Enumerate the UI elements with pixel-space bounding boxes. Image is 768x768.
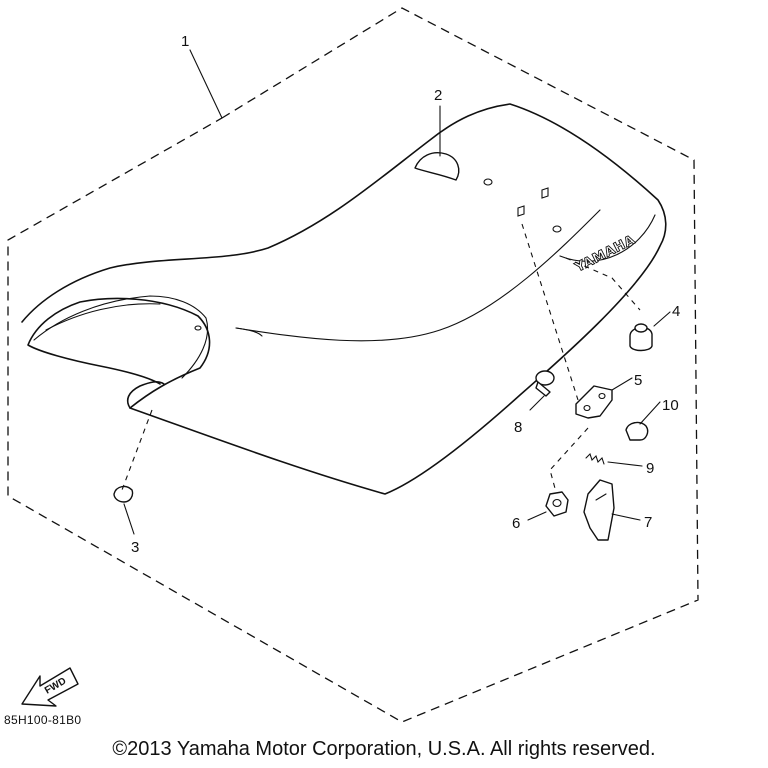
part-8-shape	[535, 370, 555, 397]
part-10-shape	[625, 421, 649, 441]
callout-1: 1	[181, 33, 189, 50]
copyright-notice: ©2013 Yamaha Motor Corporation, U.S.A. A…	[112, 738, 656, 760]
part-5-shape	[575, 385, 613, 419]
assembly-boundary	[7, 7, 699, 723]
callout-3: 3	[131, 539, 139, 556]
callout-8: 8	[514, 419, 522, 436]
callout-5: 5	[634, 372, 642, 389]
seat-brand-label: YAMAHA	[572, 233, 638, 276]
fwd-arrow-icon: FWD	[21, 667, 79, 707]
callout-7: 7	[644, 514, 652, 531]
part-7-shape	[583, 479, 615, 541]
leader-1	[189, 49, 223, 119]
callout-4: 4	[672, 303, 680, 320]
part-9-shape	[585, 452, 605, 465]
callout-6: 6	[512, 515, 520, 532]
seat	[21, 103, 667, 495]
part-3-shape	[113, 485, 134, 503]
part-4-shape	[629, 323, 653, 352]
part-code: 85H100-81B0	[4, 713, 82, 727]
callout-2: 2	[434, 87, 442, 104]
part-6-shape	[545, 491, 569, 517]
callout-10: 10	[662, 397, 679, 414]
callout-9: 9	[646, 460, 654, 477]
